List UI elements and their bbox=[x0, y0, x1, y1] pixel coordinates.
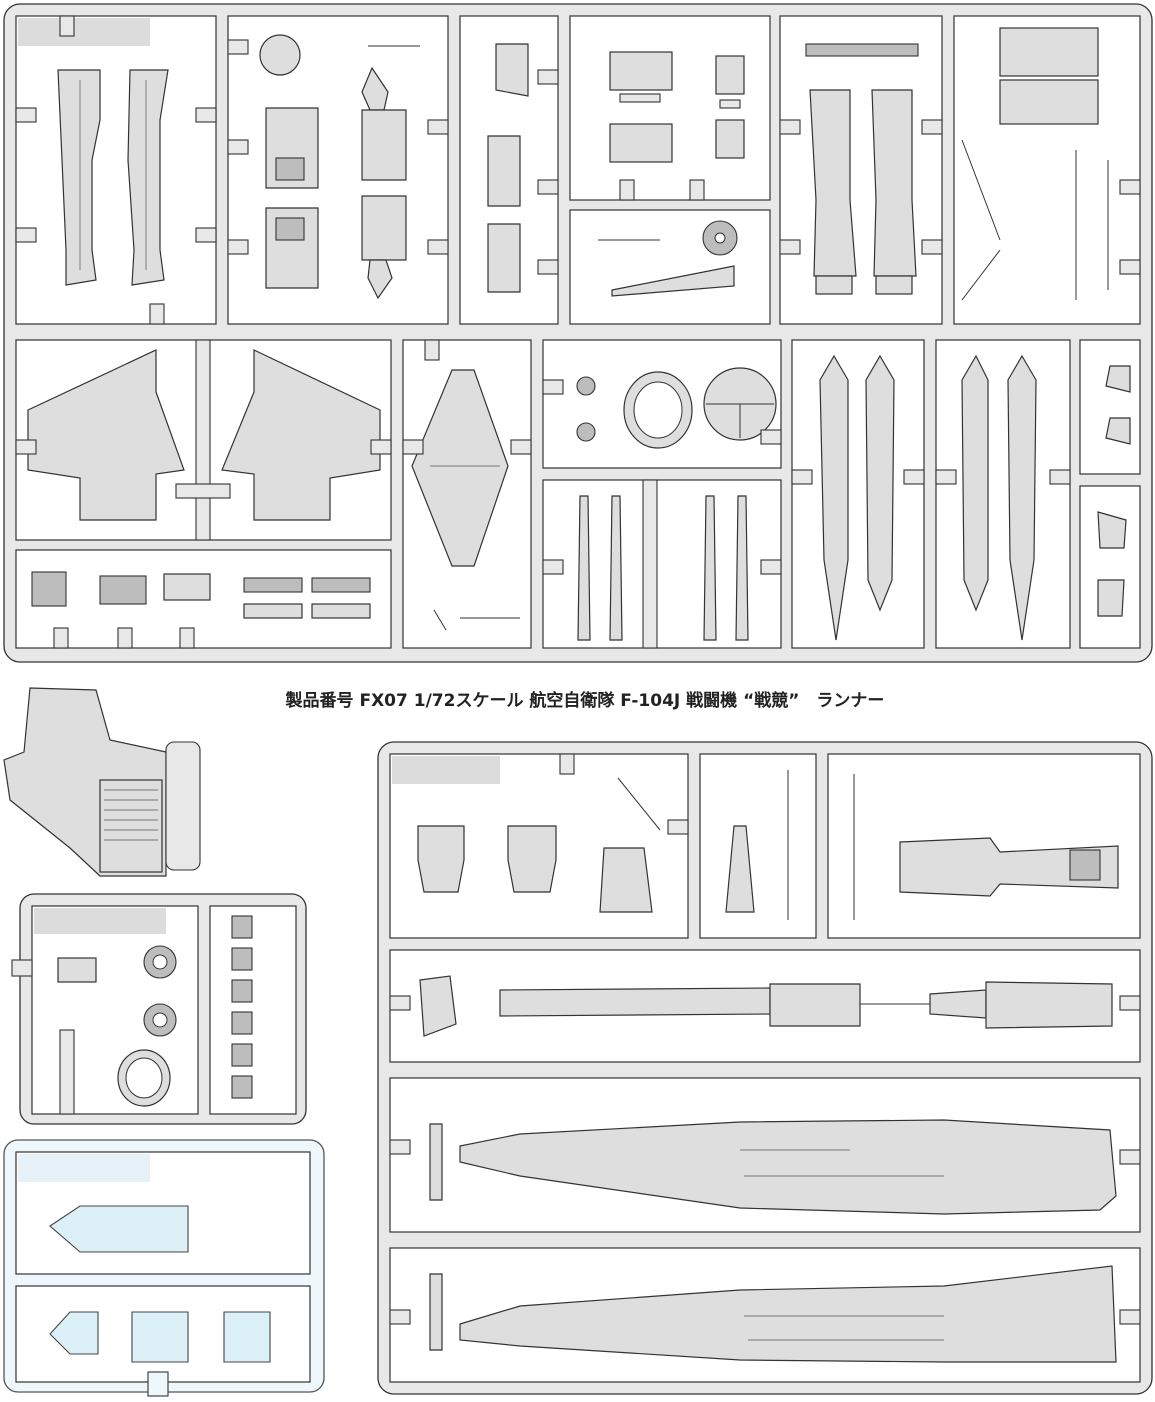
small-sprue-parts bbox=[11, 893, 307, 1125]
upper-sprue bbox=[3, 3, 1153, 663]
loose-fuselage-part bbox=[3, 687, 201, 877]
fuselage-sprue bbox=[377, 741, 1153, 1395]
sprue-caption: 製品番号 FX07 1/72スケール 航空自衛隊 F-104J 戦闘機 “戦競”… bbox=[285, 691, 885, 711]
clear-sprue bbox=[3, 1139, 325, 1397]
